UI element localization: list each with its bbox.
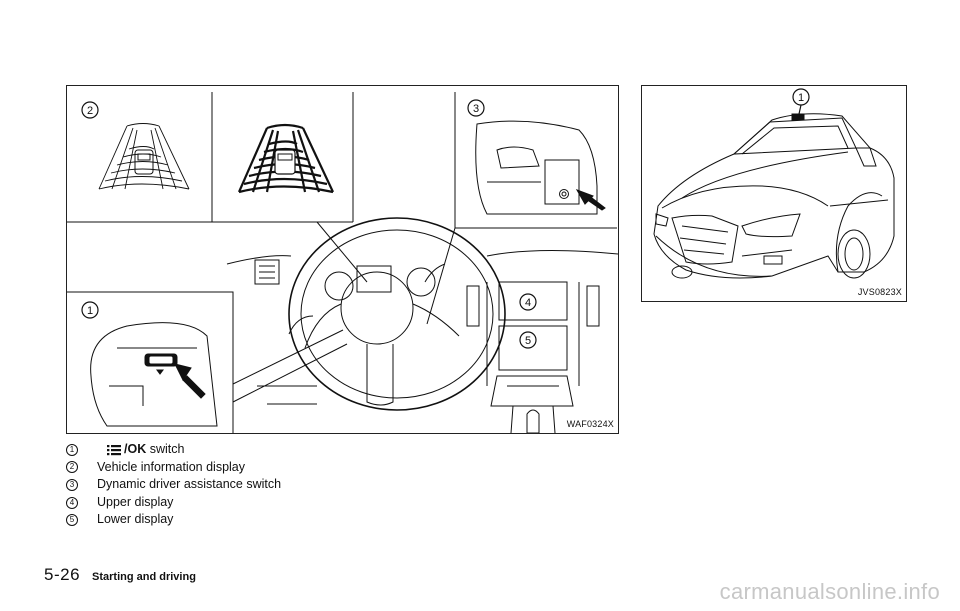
callout-4: 4	[525, 297, 531, 309]
legend-text: switch	[146, 442, 185, 456]
figure-code-right: JVS0823X	[857, 287, 902, 297]
figure-legend: 1 /OK switch 2 Vehicle information displ…	[66, 441, 281, 529]
figure-code-left: WAF0324X	[566, 419, 614, 429]
section-title: Starting and driving	[92, 571, 196, 583]
list-menu-icon	[107, 444, 121, 455]
legend-text: Lower display	[97, 512, 174, 527]
legend-text: Upper display	[97, 494, 174, 509]
page-footer: 5-26 Starting and driving	[44, 565, 196, 585]
legend-item: 5 Lower display	[66, 511, 281, 529]
legend-number: 2	[66, 461, 78, 474]
callout-1-vehicle: 1	[798, 92, 804, 104]
legend-number: 5	[66, 514, 78, 527]
instrument-panel-figure: 2 3 1 4 5 WAF0324X	[66, 85, 619, 434]
callout-3: 3	[473, 103, 479, 115]
callout-2: 2	[87, 105, 93, 117]
instrument-panel-illustration: 2 3 1 4 5	[67, 92, 618, 433]
callout-5: 5	[525, 335, 531, 347]
vehicle-illustration: 1	[653, 88, 895, 279]
legend-text: Dynamic driver assistance switch	[97, 477, 282, 492]
legend-item: 1 /OK switch	[66, 441, 281, 459]
vehicle-exterior-figure: 1 JVS0823X	[641, 85, 907, 302]
legend-number: 3	[66, 478, 78, 491]
legend-number: 1	[66, 443, 78, 456]
legend-item: 2 Vehicle information display	[66, 459, 281, 477]
page-number: 5-26	[44, 565, 81, 584]
legend-item: 4 Upper display	[66, 494, 281, 512]
watermark: carmanualsonline.info	[719, 579, 940, 604]
legend-item: 3 Dynamic driver assistance switch	[66, 476, 281, 494]
legend-ok-label: /OK	[124, 442, 147, 456]
legend-text: Vehicle information display	[97, 459, 245, 474]
callout-1: 1	[87, 305, 93, 317]
legend-number: 4	[66, 496, 78, 509]
